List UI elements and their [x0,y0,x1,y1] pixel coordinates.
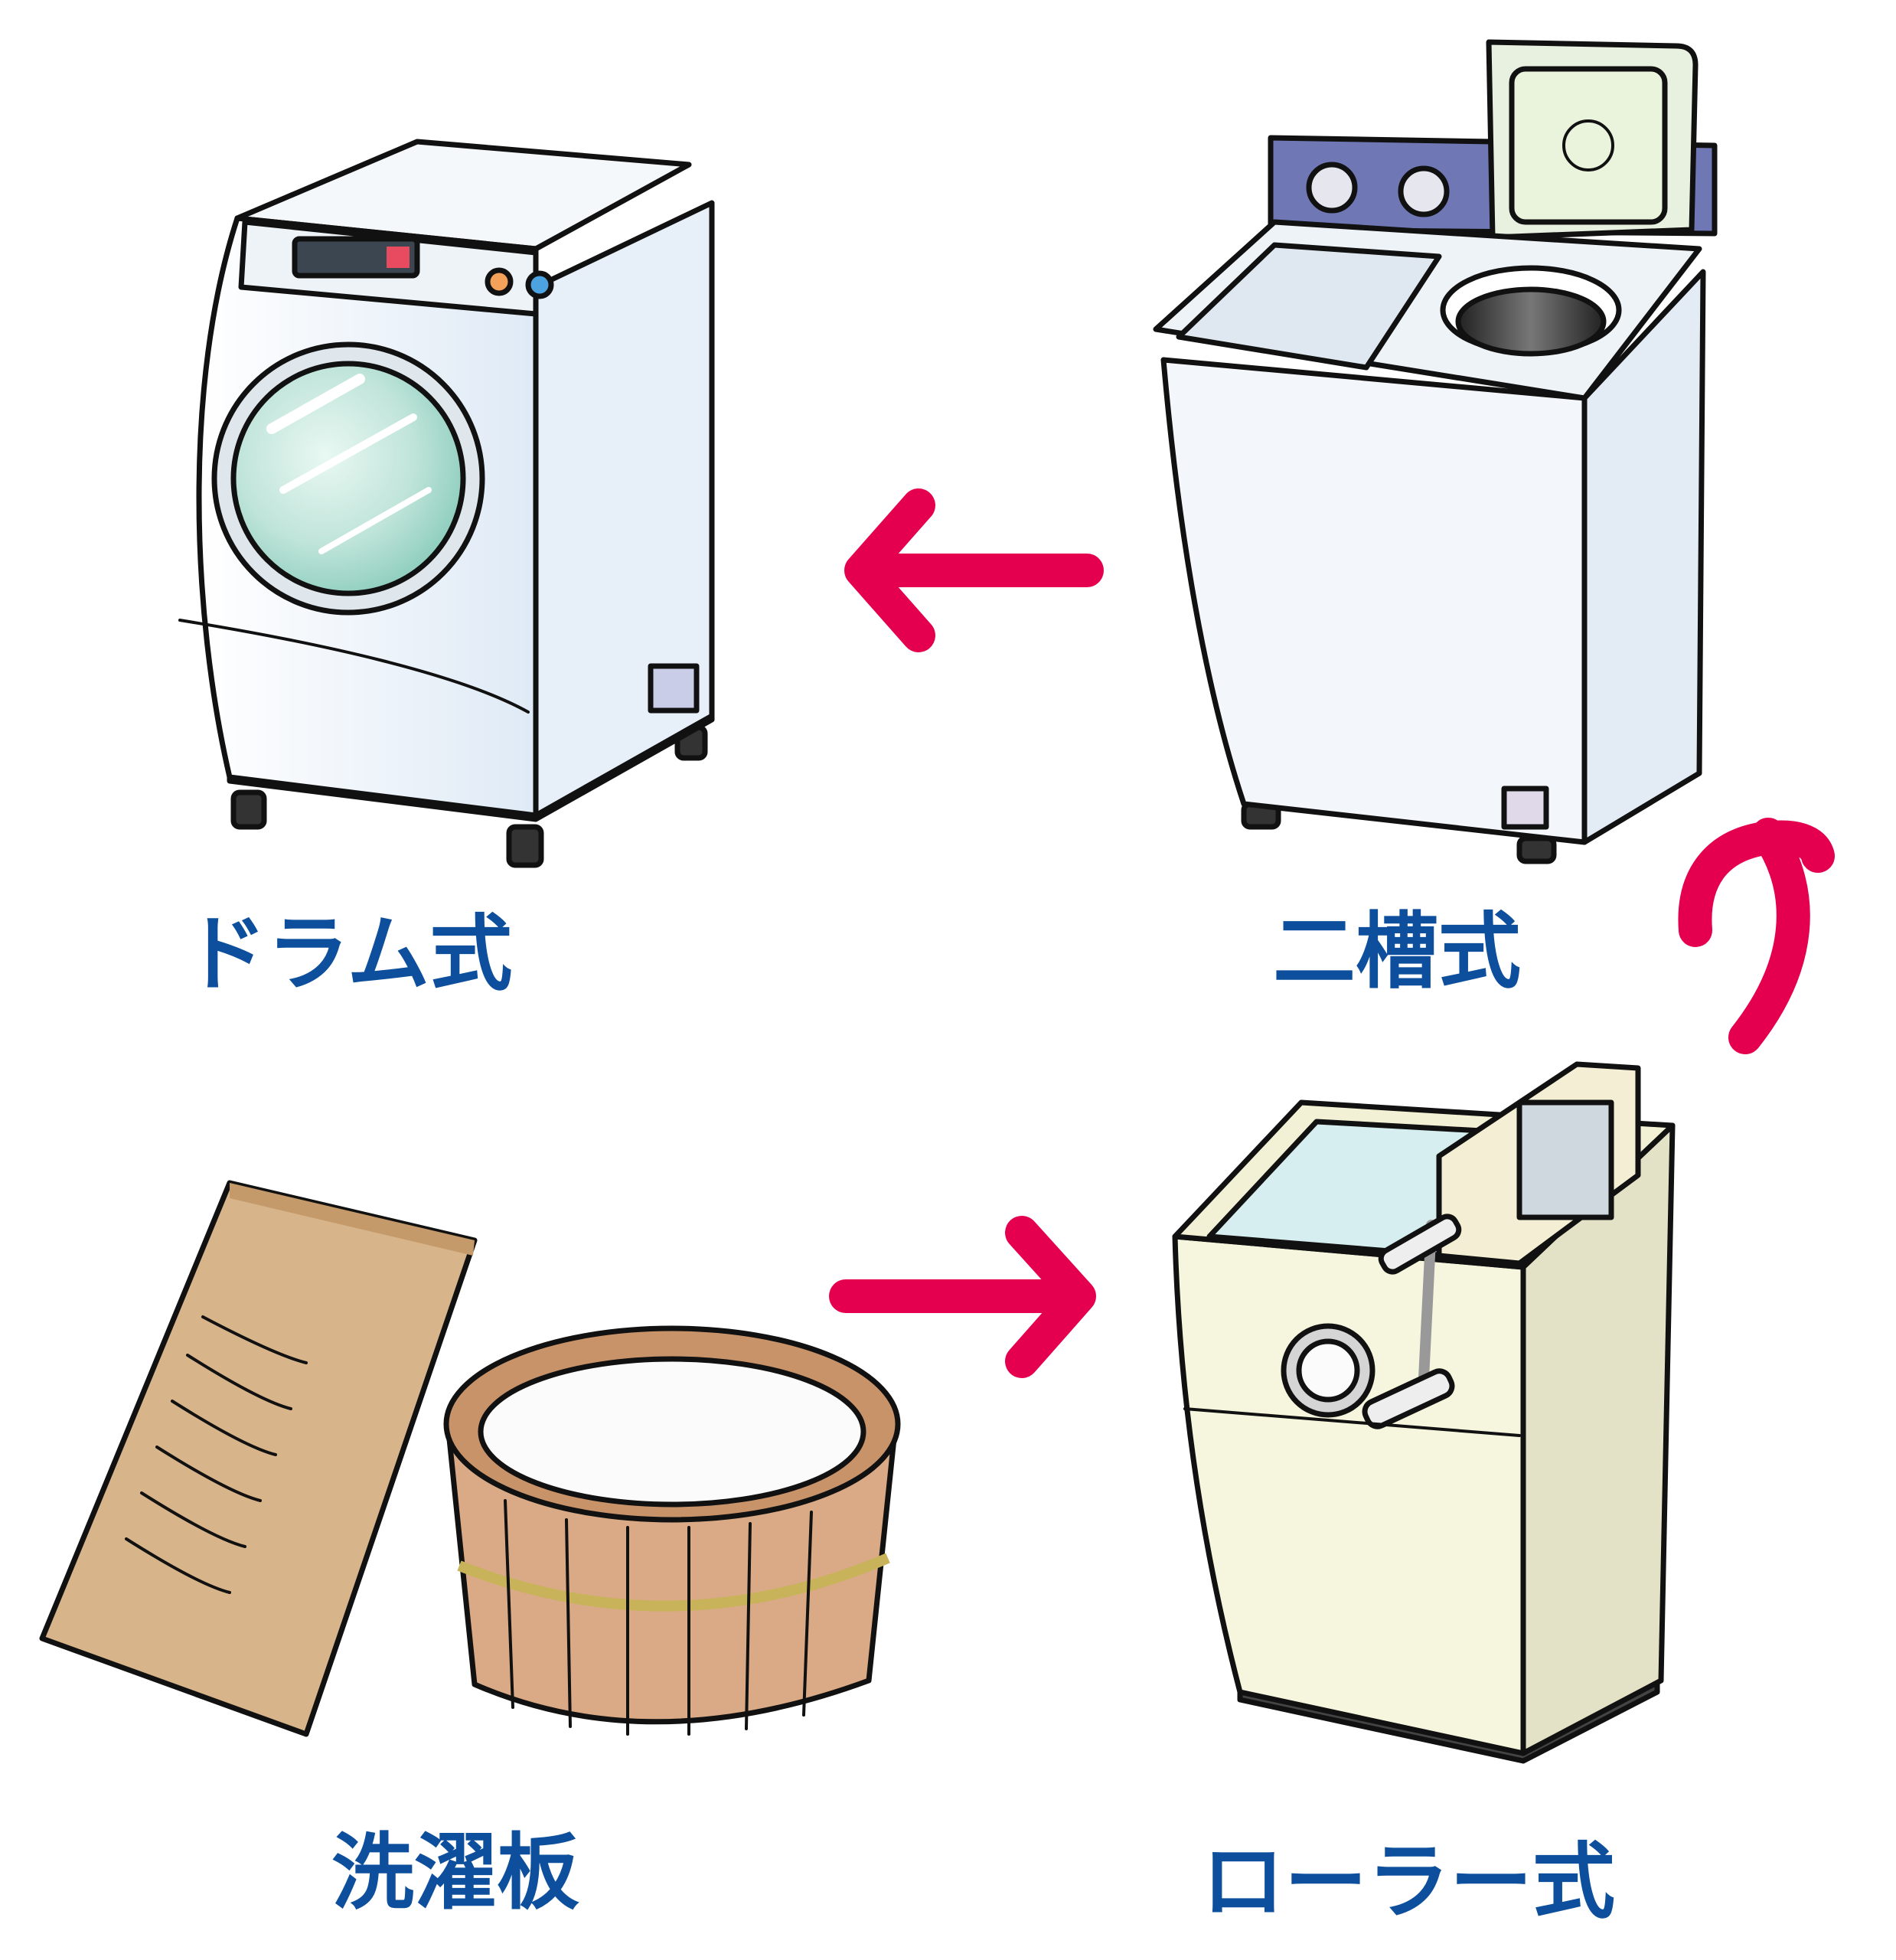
drum-washing-machine-icon [178,139,715,868]
arrow-right-icon [829,1216,1096,1378]
arrow-up-icon [1678,818,1835,1054]
arrow-left-icon [844,488,1104,652]
roller-wringer-washing-machine-icon [1172,1061,1676,1764]
label-roller: ローラー式 [1202,1834,1615,1930]
twin-tub-washing-machine-icon [1153,39,1718,864]
label-twin-tub: 二槽式 [1273,904,1521,1000]
arrow-twintub-to-drum [844,488,1104,652]
arrow-roller-to-twintub [1678,818,1835,1054]
label-drum: ドラム式 [184,906,513,1002]
arrow-washboard-to-roller [829,1216,1096,1378]
washboard-and-wooden-tub-icon [39,1180,901,1737]
label-washboard: 洗濯板 [331,1825,579,1921]
